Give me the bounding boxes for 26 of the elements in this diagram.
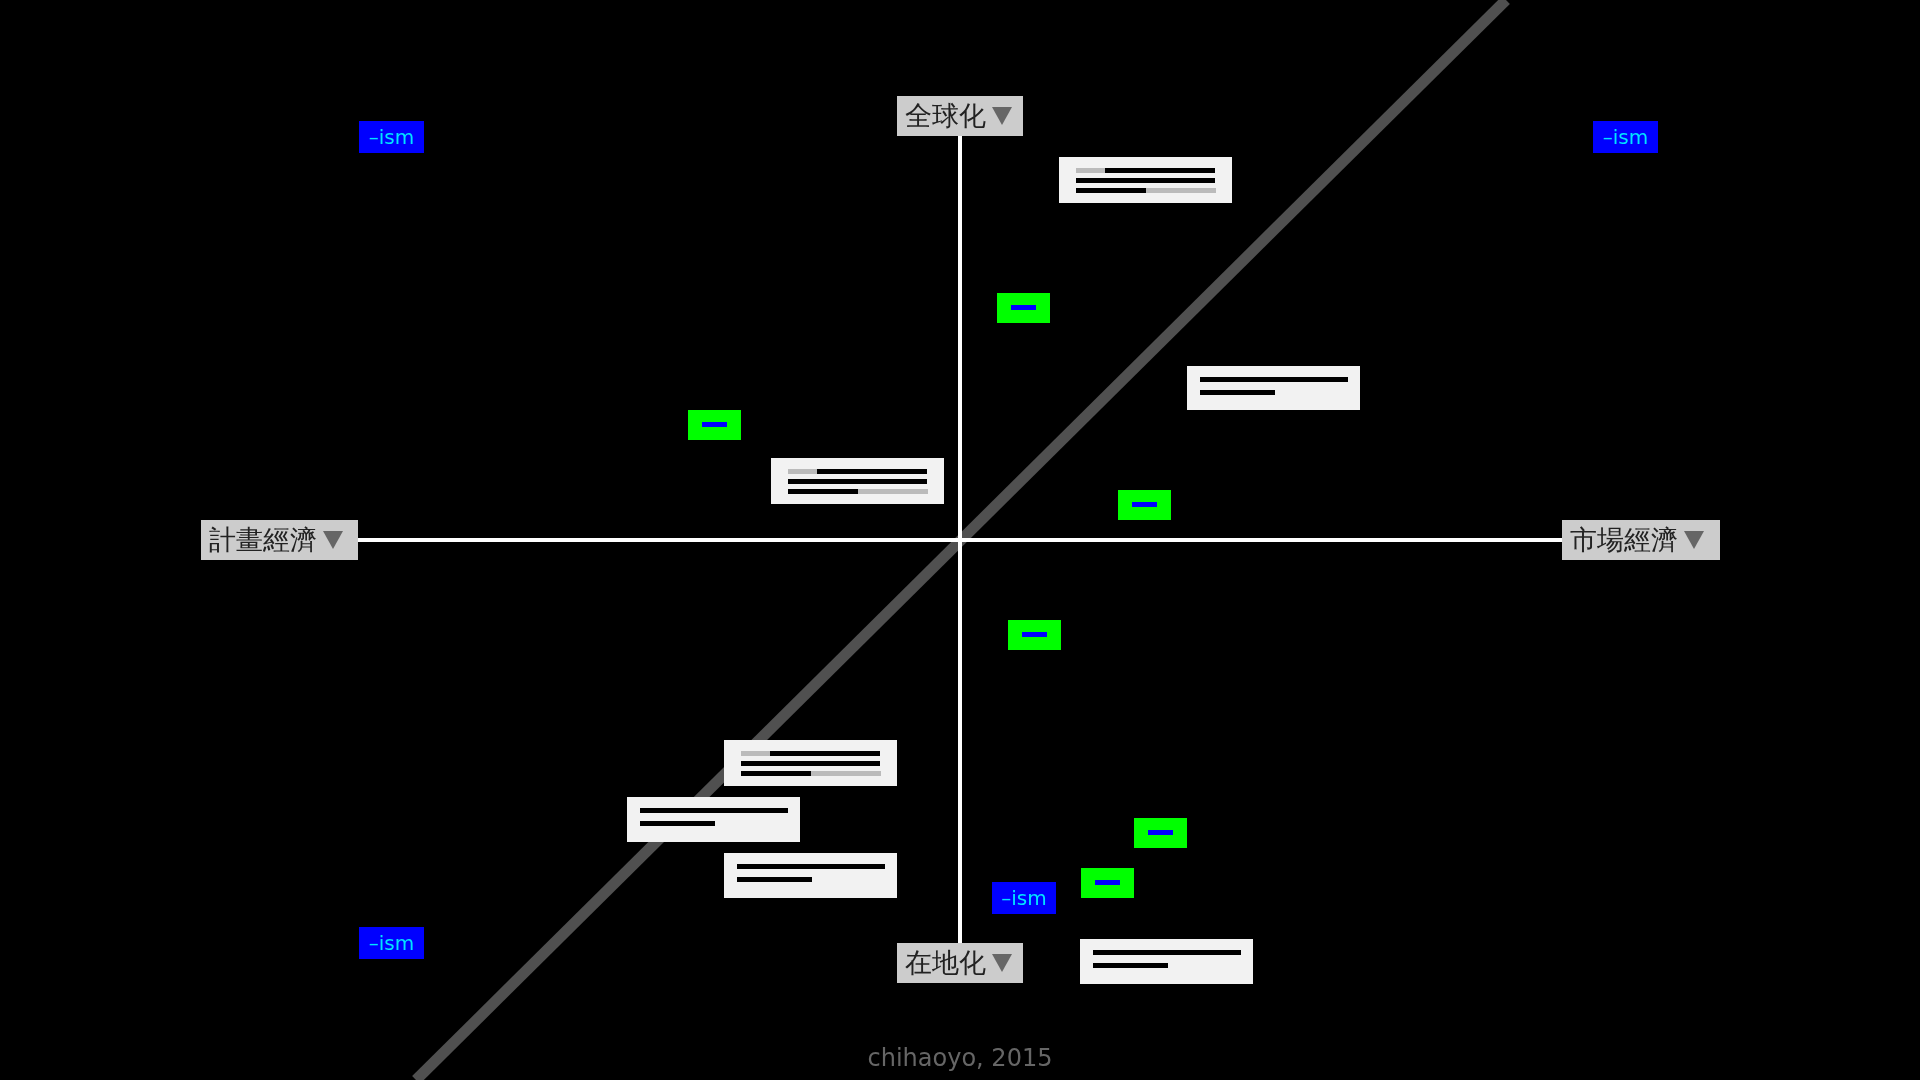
axis-label-box <box>1562 520 1720 560</box>
axis-label: 市場經濟 <box>1570 523 1678 557</box>
text-placeholder-card <box>1080 939 1253 984</box>
text-placeholder-card <box>1187 366 1360 410</box>
placeholder-tag <box>1118 490 1171 520</box>
placeholder-tag <box>1081 868 1134 898</box>
placeholder-tag <box>1134 818 1187 848</box>
axis-label-box <box>201 520 358 560</box>
axis-label: 全球化 <box>905 99 986 133</box>
caption: chihaoyo, 2015 <box>867 1044 1053 1072</box>
axis-label: 在地化 <box>905 946 986 980</box>
text-placeholder-card <box>627 797 800 842</box>
text-placeholder-card <box>724 853 897 898</box>
category-tag: –ism <box>359 121 424 153</box>
placeholder-tag <box>1008 620 1061 650</box>
text-placeholder-card <box>771 458 944 504</box>
placeholder-tag <box>997 293 1050 323</box>
axis-label-box <box>897 943 1023 983</box>
axis-label-box <box>897 96 1023 136</box>
category-tag: –ism <box>992 882 1056 914</box>
axis-label: 計畫經濟 <box>209 523 317 557</box>
category-tag: –ism <box>359 927 424 959</box>
text-placeholder-card <box>1059 157 1232 203</box>
text-placeholder-card <box>724 740 897 786</box>
placeholder-tag <box>688 410 741 440</box>
category-tag: –ism <box>1593 121 1658 153</box>
